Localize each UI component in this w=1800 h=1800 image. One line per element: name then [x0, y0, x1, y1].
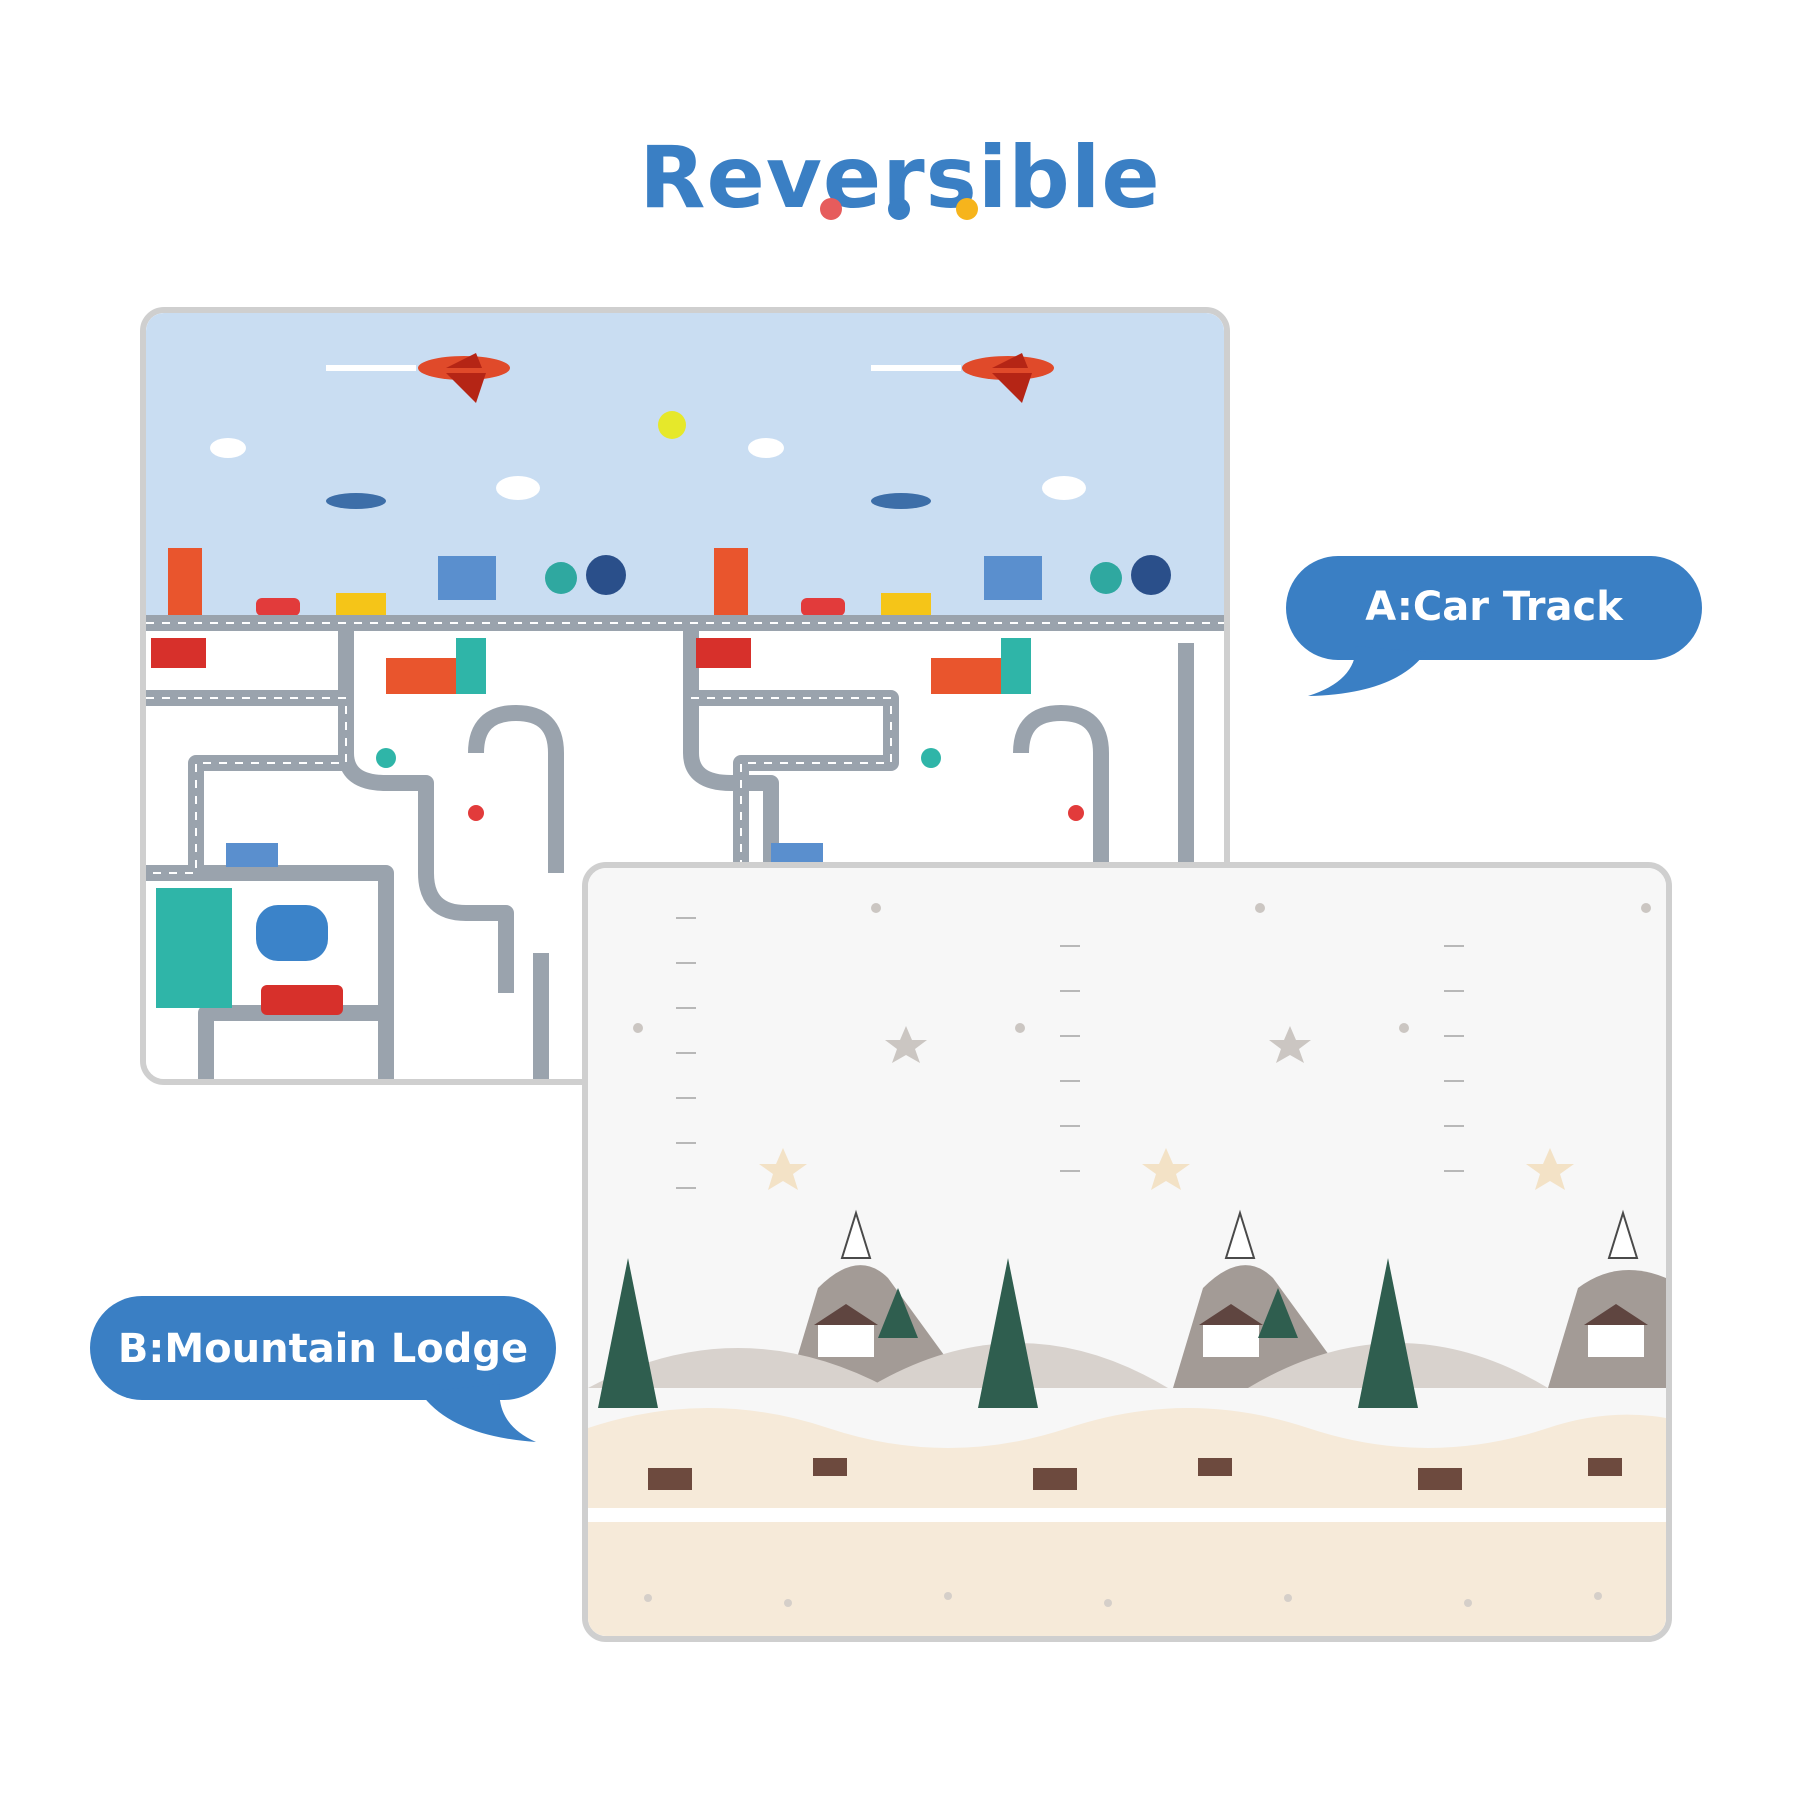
car-track-label: A:Car Track [1365, 584, 1623, 630]
yellow-dot [956, 198, 978, 220]
red-dot [820, 198, 842, 220]
mountain-lodge-label: B:Mountain Lodge [117, 1326, 529, 1372]
mountain-lodge-label-bubble: B:Mountain Lodge [90, 1296, 556, 1446]
airplane-icon [326, 353, 510, 403]
blue-dot [888, 198, 910, 220]
car-track-label-bubble: A:Car Track [1286, 556, 1702, 700]
mountain-lodge-mat-image [582, 862, 1672, 1642]
decorative-dots [820, 198, 980, 226]
